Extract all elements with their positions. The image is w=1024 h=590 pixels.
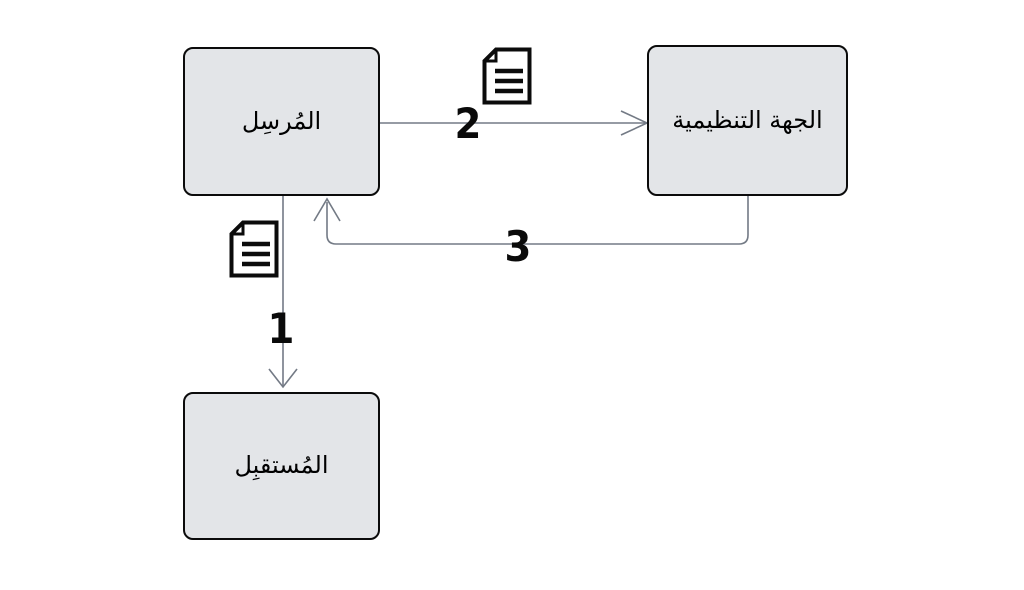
- arrowhead-up-icon: [313, 197, 341, 222]
- node-regulator-label: الجهة التنظيمية: [672, 105, 823, 134]
- node-sender-label: المُرسِل: [241, 106, 322, 135]
- node-receiver: المُستقبِل: [183, 392, 380, 540]
- edge-sender-to-receiver: [268, 196, 298, 389]
- edge-sender-to-regulator: [380, 110, 649, 136]
- document-icon: [229, 220, 279, 278]
- document-icon: [482, 47, 532, 105]
- edge-regulator-to-sender: [313, 196, 749, 245]
- node-receiver-label: المُستقبِل: [234, 451, 329, 480]
- edge-3-label: 3: [504, 222, 532, 271]
- edge-2-label: 2: [454, 99, 482, 148]
- arrowhead-down-icon: [268, 368, 298, 389]
- edge-1-label: 1: [267, 304, 295, 353]
- node-regulator: الجهة التنظيمية: [647, 45, 848, 196]
- node-sender: المُرسِل: [183, 47, 380, 196]
